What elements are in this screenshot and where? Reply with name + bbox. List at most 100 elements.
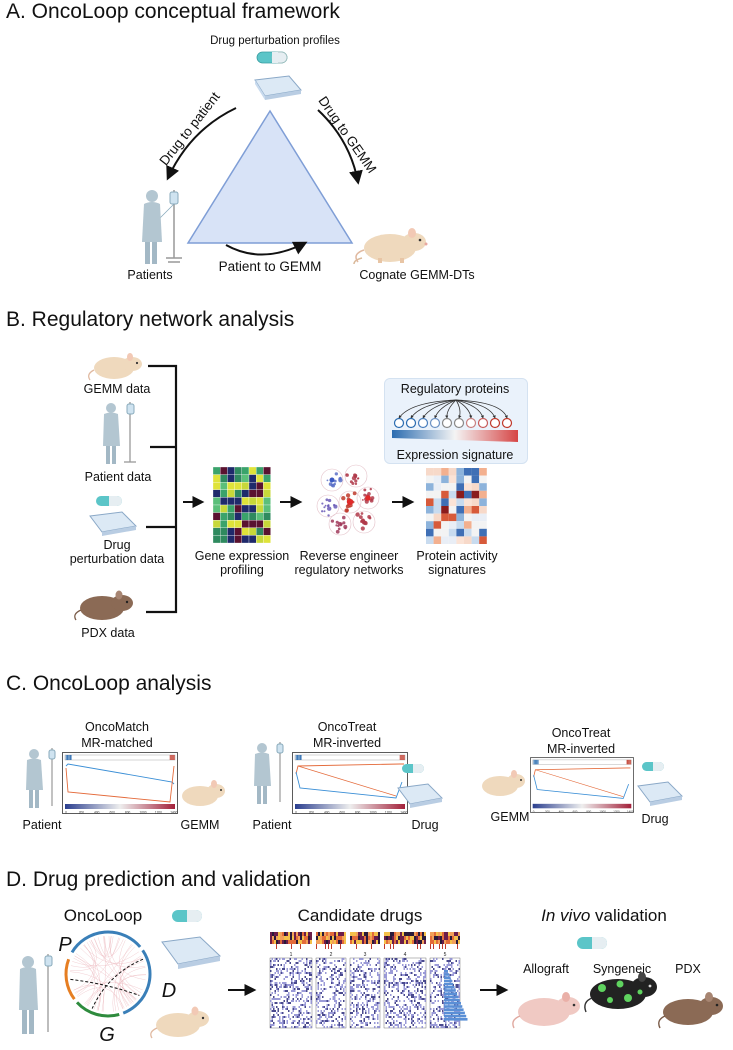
drug-data-label-2: perturbation data <box>69 552 165 566</box>
patient-icon <box>142 190 182 264</box>
svg-text:1200: 1200 <box>613 809 620 813</box>
circos-p-label: P <box>58 934 72 956</box>
circos-d-label: D <box>161 980 177 1002</box>
svg-text:200: 200 <box>309 811 315 815</box>
svg-text:600: 600 <box>573 809 578 813</box>
panel1-title-1: OncoMatch <box>85 720 149 734</box>
svg-text:1400: 1400 <box>170 811 177 815</box>
svg-text:400: 400 <box>94 811 100 815</box>
panel3-drug-icon <box>637 762 684 806</box>
panel3-title-1: OncoTreat <box>551 726 611 740</box>
panel1-title-2: MR-matched <box>81 736 153 750</box>
drug-profiles-label: Drug perturbation profiles <box>210 35 340 47</box>
pdx-data-label: PDX data <box>81 626 135 640</box>
oncoloop-circos-plot <box>64 930 152 1018</box>
protein-label-2: signatures <box>428 563 486 577</box>
invivo-title: In vivo validation <box>524 906 684 926</box>
candidate-drugs-heatmap: 1 2 3 4 5 <box>269 932 468 1029</box>
gemm-mouse-b-icon <box>88 353 142 381</box>
panel1-left-label: Patient <box>22 818 62 832</box>
reg-proteins-diagram <box>392 399 518 442</box>
invivo-rest: validation <box>590 906 667 925</box>
pdx-mouse-icon <box>74 590 133 621</box>
svg-text:800: 800 <box>586 809 591 813</box>
svg-text:600: 600 <box>110 811 116 815</box>
syngeneic-label: Syngeneic <box>592 962 652 976</box>
section-d-title: D. Drug prediction and validation <box>6 868 311 891</box>
svg-text:1000: 1000 <box>599 809 606 813</box>
panel1-gsea-plot: 0 200 400 600 800 1000 1200 1400 <box>62 752 178 815</box>
arrows-a <box>166 107 363 256</box>
svg-text:800: 800 <box>355 811 361 815</box>
svg-text:400: 400 <box>324 811 330 815</box>
d-mouse-icon <box>150 1006 209 1039</box>
svg-text:5: 5 <box>444 952 447 958</box>
svg-text:2: 2 <box>330 952 333 958</box>
invivo-italic: In vivo <box>541 906 591 925</box>
panel2-title-2: MR-inverted <box>312 736 382 750</box>
patient-data-label: Patient data <box>84 470 152 484</box>
syngeneic-capsule-icon <box>577 937 607 949</box>
patient-b-icon <box>103 402 136 464</box>
svg-text:1: 1 <box>290 952 293 958</box>
svg-text:400: 400 <box>559 809 564 813</box>
panel1-patient-icon <box>26 748 56 808</box>
panel2-title-1: OncoTreat <box>317 720 377 734</box>
svg-text:0: 0 <box>65 811 67 815</box>
panel3-mouse-icon <box>482 770 525 796</box>
panel3-right-label: Drug <box>641 812 669 826</box>
panel3-gsea-plot: 0 200 400 600 800 1000 1200 1400 <box>530 757 634 813</box>
section-c-title: C. OncoLoop analysis <box>6 672 212 695</box>
svg-text:1000: 1000 <box>369 811 376 815</box>
svg-text:0: 0 <box>295 811 297 815</box>
framework-triangle <box>186 109 354 244</box>
d-drug-icon <box>161 910 222 969</box>
svg-text:200: 200 <box>79 811 85 815</box>
oncoloop-label: OncoLoop <box>63 906 143 925</box>
bracket-lines <box>146 364 415 614</box>
svg-text:600: 600 <box>340 811 346 815</box>
gemm-mouse-icon <box>353 228 428 265</box>
allograft-label: Allograft <box>523 962 569 976</box>
panel2-patient-icon <box>254 742 284 804</box>
section-b-title: B. Regulatory network analysis <box>6 308 295 331</box>
svg-text:1200: 1200 <box>385 811 392 815</box>
pdx-label: PDX <box>675 962 701 976</box>
svg-text:3: 3 <box>364 952 367 958</box>
circos-g-label: G <box>99 1024 115 1046</box>
svg-text:0: 0 <box>533 809 535 813</box>
svg-text:4: 4 <box>404 952 407 958</box>
patient-to-gemm-label: Patient to GEMM <box>218 259 322 274</box>
d-patient-icon <box>19 954 53 1034</box>
svg-text:200: 200 <box>545 809 550 813</box>
panel2-left-label: Patient <box>252 818 292 832</box>
reverse-label-1: Reverse engineer <box>299 549 399 563</box>
allograft-mouse-icon <box>512 992 580 1029</box>
patients-label: Patients <box>127 268 173 282</box>
drug-plate-b-icon <box>89 496 138 536</box>
reg-proteins-label: Regulatory proteins <box>400 382 510 396</box>
gene-expr-label-2: profiling <box>220 563 264 577</box>
candidate-label: Candidate drugs <box>297 906 423 925</box>
svg-text:1200: 1200 <box>155 811 162 815</box>
reverse-label-2: regulatory networks <box>294 563 404 577</box>
gene-expr-label-1: Gene expression <box>194 549 290 563</box>
cognate-label: Cognate GEMM-DTs <box>359 268 475 282</box>
svg-text:800: 800 <box>125 811 131 815</box>
svg-text:1400: 1400 <box>627 809 634 813</box>
expr-signature-label: Expression signature <box>396 448 514 462</box>
regulatory-network-icon <box>316 464 380 536</box>
section-a-title: A. OncoLoop conceptual framework <box>6 0 340 23</box>
protein-label-1: Protein activity <box>416 549 498 563</box>
syngeneic-mouse-icon <box>584 972 657 1013</box>
gene-expression-heatmap <box>212 466 271 544</box>
svg-text:1000: 1000 <box>139 811 146 815</box>
drug-data-label-1: Drug <box>103 538 131 552</box>
panel1-right-label: GEMM <box>180 818 220 832</box>
pdx-d-mouse-icon <box>658 992 723 1029</box>
gemm-data-label: GEMM data <box>83 382 151 396</box>
panel1-mouse-icon <box>182 780 225 806</box>
panel3-left-label: GEMM <box>490 810 530 824</box>
